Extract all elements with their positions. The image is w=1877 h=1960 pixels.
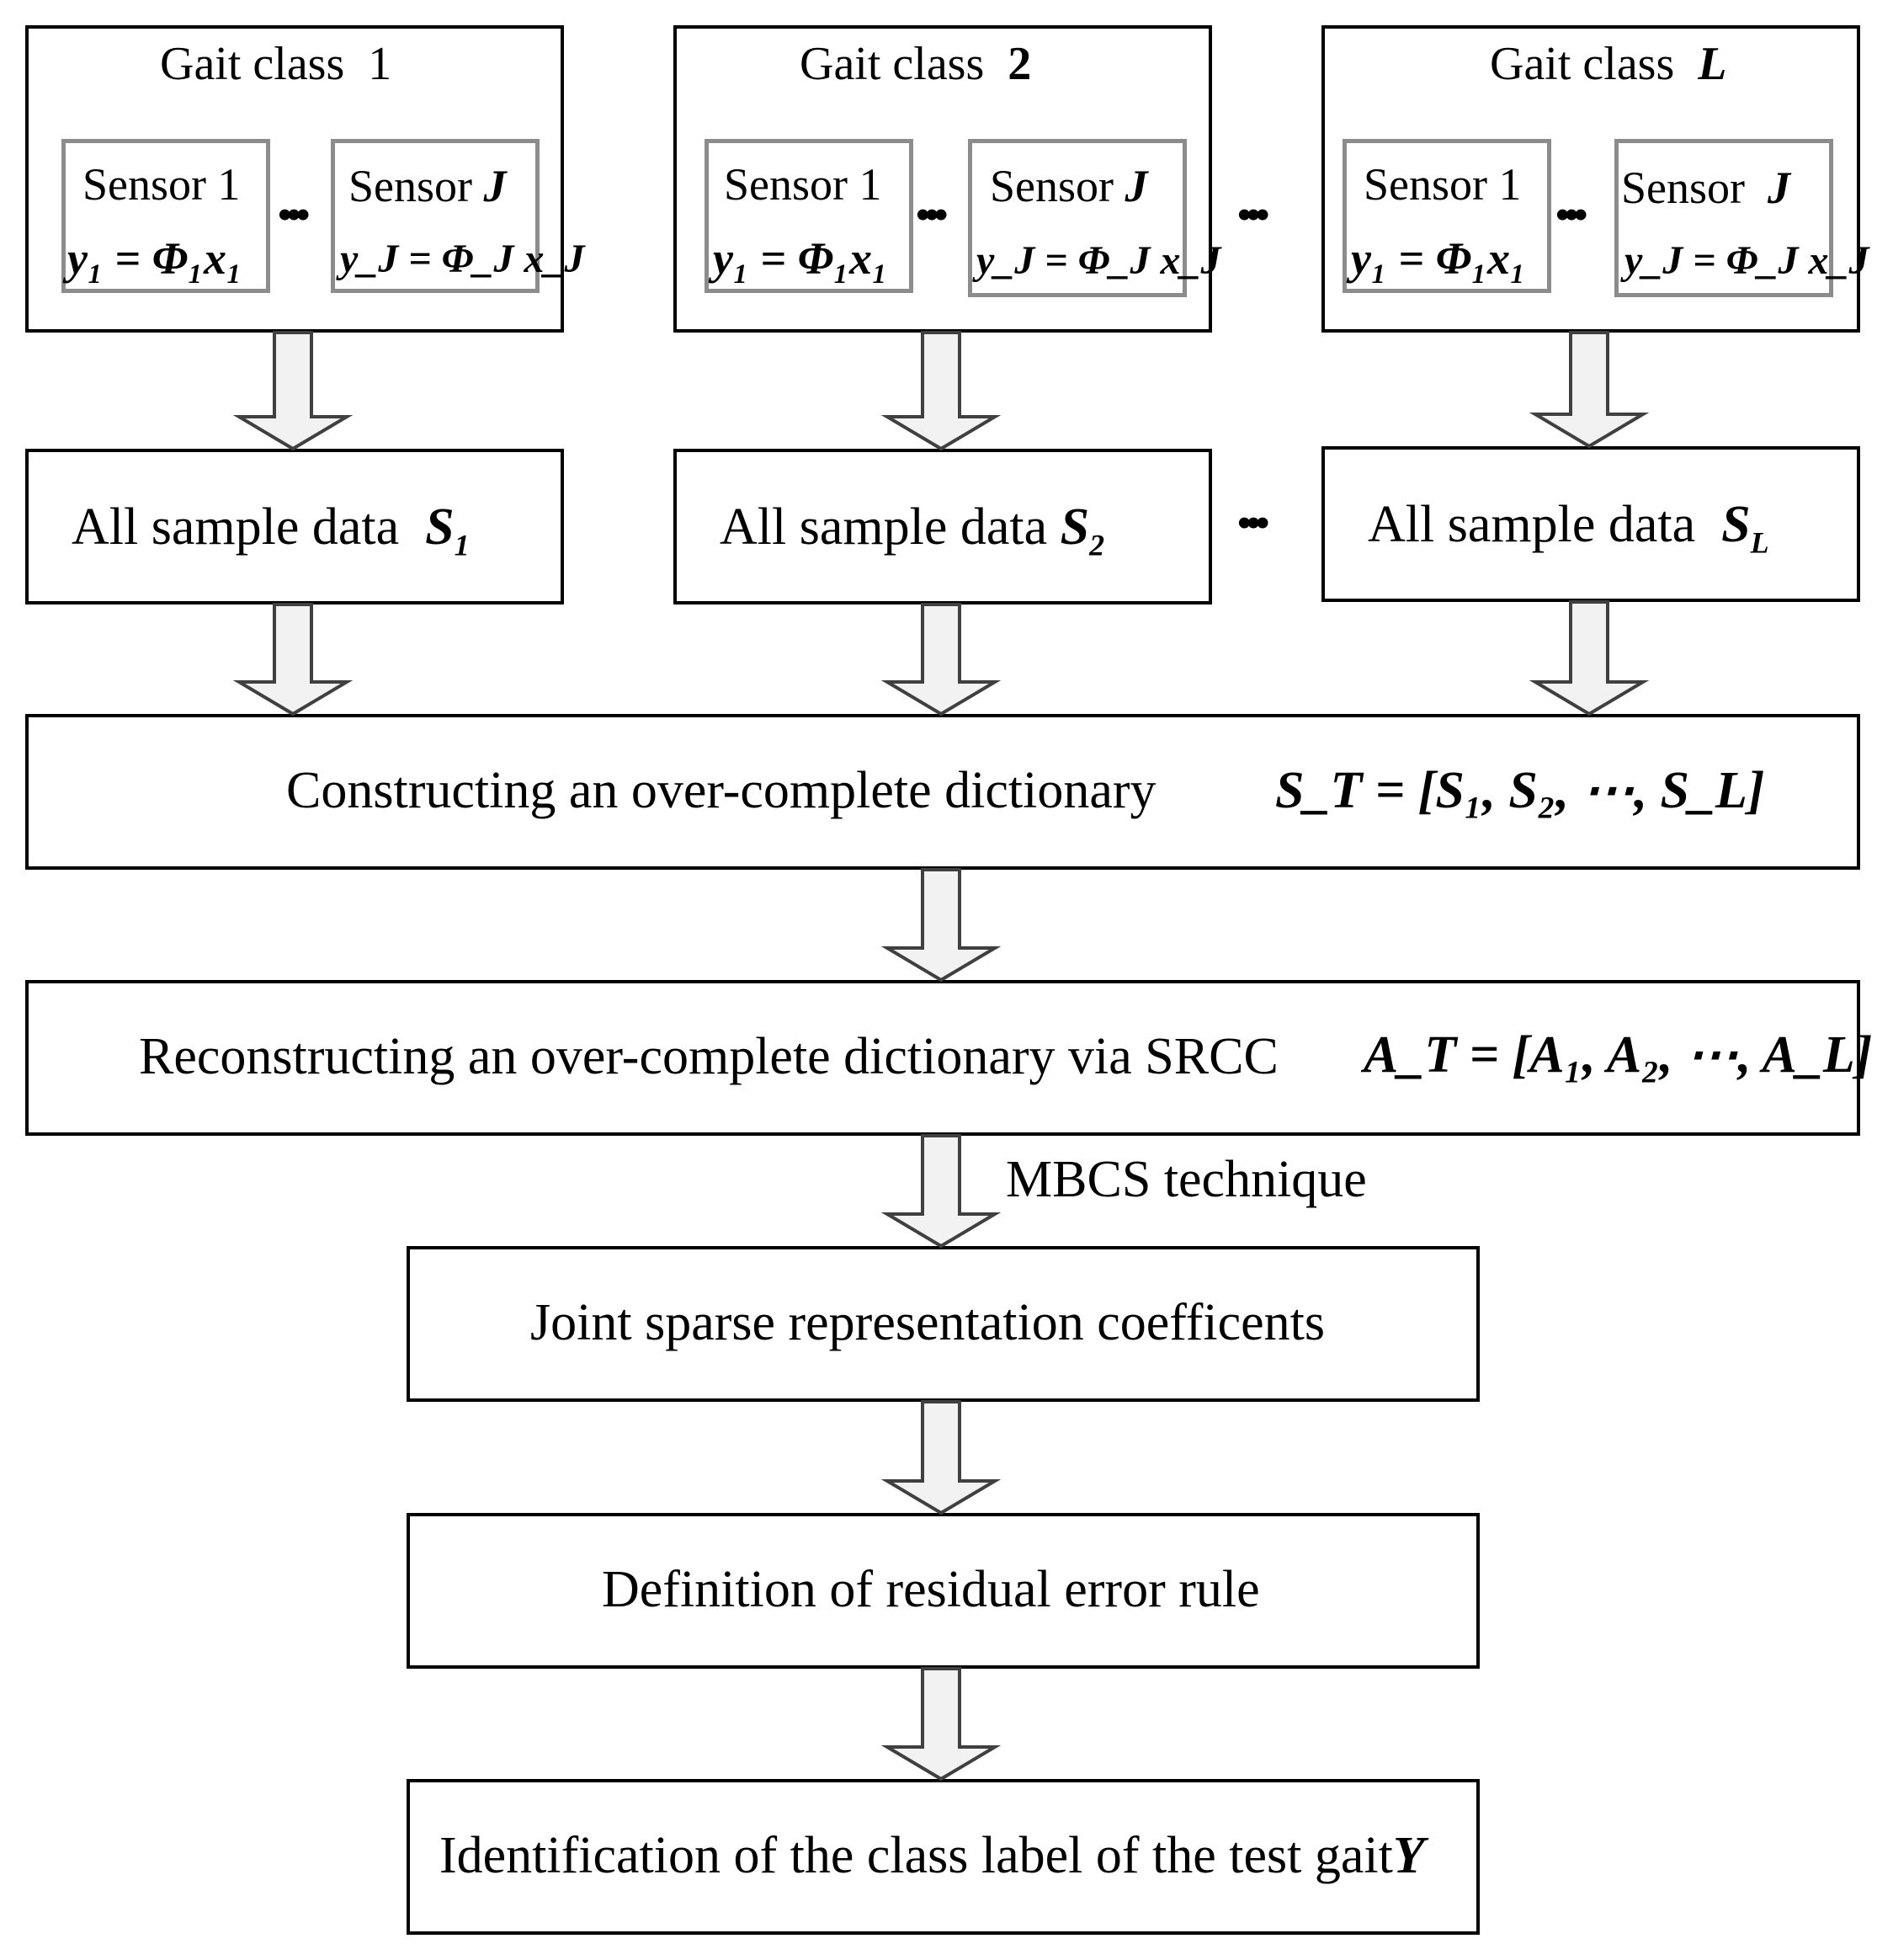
gait-class-L-title: Gait class L xyxy=(1490,38,1727,90)
class-2-sensor-J-box xyxy=(968,139,1187,297)
class-ellipsis-middle: ••• xyxy=(1237,501,1270,546)
sample-data-1-box xyxy=(25,449,564,605)
sample-data-1-label: All sample data S1 xyxy=(72,498,470,562)
construct-dictionary-label: Constructing an over-complete dictionary xyxy=(286,762,1157,819)
class-L-sensor-J-label: Sensor J xyxy=(1621,162,1790,213)
sample-data-2-label: All sample data S2 xyxy=(720,498,1105,562)
class-1-sensor-J-box xyxy=(331,139,540,293)
joint-sparse-label: Joint sparse representation coefficents xyxy=(530,1294,1326,1351)
arrow-sampleL-to-construct xyxy=(1529,600,1650,716)
gait-class-2-title: Gait class 2 xyxy=(800,38,1032,90)
class-1-sensor-1-box xyxy=(61,139,270,293)
class-1-sensor-J-equation: y_J = Φ_J x_J xyxy=(340,237,585,281)
mbcs-technique-label: MBCS technique xyxy=(1006,1151,1367,1208)
class-1-sensor-ellipsis: ••• xyxy=(278,193,311,237)
residual-rule-label: Definition of residual error rule xyxy=(602,1561,1260,1618)
class-L-sensor-1-equation: y₁ = Φ₁x₁ xyxy=(1351,233,1526,284)
sample-data-L-label: All sample data SL xyxy=(1368,496,1769,560)
class-L-sensor-J-box xyxy=(1614,139,1833,297)
residual-rule-box xyxy=(407,1513,1480,1669)
arrow-joint-to-residual xyxy=(880,1400,1002,1515)
class-ellipsis-top: ••• xyxy=(1237,193,1270,237)
reconstruct-dictionary-formula: A_T = [A₁, A₂, ⋯, A_L] xyxy=(1364,1026,1873,1084)
gait-class-1-title: Gait class 1 xyxy=(160,38,392,90)
class-2-sensor-1-box xyxy=(705,139,913,293)
construct-dictionary-box xyxy=(25,714,1860,870)
class-2-sensor-J-label: Sensor J xyxy=(990,161,1148,211)
arrow-sample1-to-construct xyxy=(232,603,354,716)
class-L-sensor-1-label: Sensor 1 xyxy=(1364,159,1522,210)
identification-symbol: Y xyxy=(1392,1827,1425,1884)
arrow-classL-to-sampleL xyxy=(1529,331,1650,449)
gait-class-1-index: 1 xyxy=(368,38,392,90)
class-1-sensor-J-label: Sensor J xyxy=(348,161,507,211)
class-1-sensor-1-equation: y₁ = Φ₁x₁ xyxy=(67,233,242,284)
class-L-sensor-1-box xyxy=(1343,139,1551,293)
construct-dictionary-formula: S_T = [S₁, S₂, ⋯, S_L] xyxy=(1275,762,1765,819)
arrow-construct-to-reconstruct xyxy=(880,868,1002,983)
class-1-sensor-1-label: Sensor 1 xyxy=(82,159,241,210)
class-L-sensor-J-equation: y_J = Φ_J x_J xyxy=(1624,238,1869,283)
arrow-class1-to-sample1 xyxy=(232,331,354,451)
class-2-sensor-ellipsis: ••• xyxy=(916,193,949,237)
identification-label: Identification of the class label of the… xyxy=(439,1827,1425,1884)
gait-class-L-index: L xyxy=(1698,38,1727,90)
joint-sparse-box xyxy=(407,1246,1480,1402)
gait-class-2-index: 2 xyxy=(1008,38,1032,90)
identification-box xyxy=(407,1779,1480,1935)
arrow-class2-to-sample2 xyxy=(880,331,1002,451)
class-2-sensor-1-label: Sensor 1 xyxy=(724,159,882,210)
class-2-sensor-J-equation: y_J = Φ_J x_J xyxy=(976,238,1221,283)
class-2-sensor-1-equation: y₁ = Φ₁x₁ xyxy=(713,233,888,284)
reconstruct-dictionary-label: Reconstructing an over-complete dictiona… xyxy=(139,1028,1279,1085)
arrow-residual-to-identification xyxy=(880,1667,1002,1782)
arrow-reconstruct-to-joint xyxy=(880,1134,1002,1249)
arrow-sample2-to-construct xyxy=(880,603,1002,716)
class-L-sensor-ellipsis: ••• xyxy=(1555,193,1588,237)
